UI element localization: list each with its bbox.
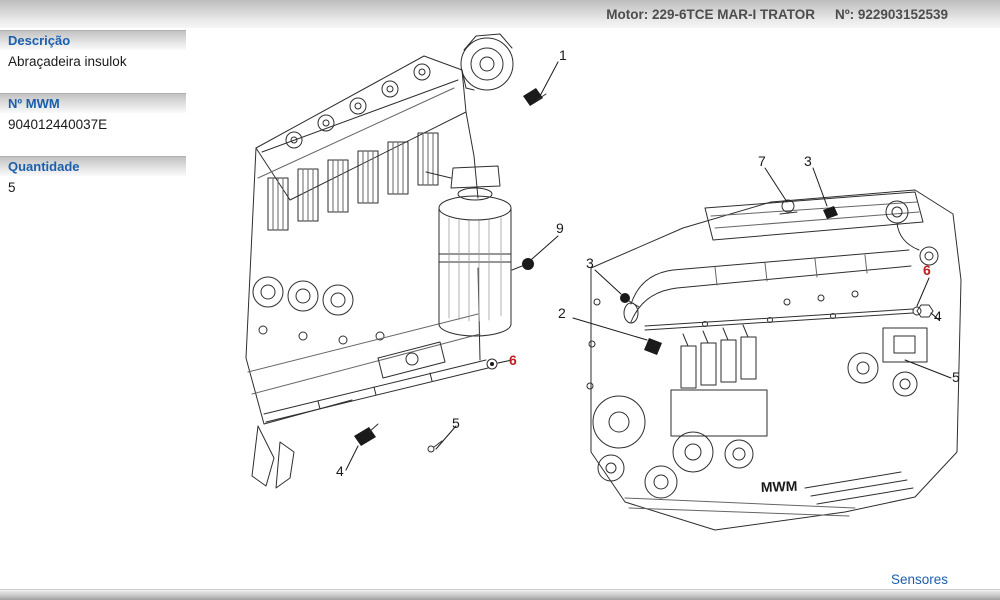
engine-diagram-right: MWM	[572, 167, 962, 531]
header-bar: Motor: 229-6TCE MAR-I TRATOR Nº: 9229031…	[0, 0, 1000, 28]
sensor-4-glyph	[345, 423, 379, 471]
mwm-logo: MWM	[761, 478, 798, 495]
thermostat-housing	[460, 33, 514, 91]
field-value-descricao: Abraçadeira insulok	[0, 50, 186, 72]
callout-3-left[interactable]: 3	[586, 255, 594, 271]
bottom-bar	[0, 589, 1000, 600]
injection-pump	[670, 324, 768, 473]
callout-2[interactable]: 2	[558, 305, 566, 321]
callout-5-left[interactable]: 5	[452, 415, 460, 431]
fuel-line	[644, 304, 934, 331]
field-label-quantidade: Quantidade	[0, 156, 186, 176]
callout-6-right[interactable]: 6	[923, 262, 931, 278]
callout-3-top[interactable]: 3	[804, 153, 812, 169]
callout-1[interactable]: 1	[559, 47, 567, 63]
field-value-quantidade: 5	[0, 176, 186, 198]
callout-4-left[interactable]: 4	[336, 463, 344, 479]
sensor-1-glyph	[523, 61, 559, 106]
field-value-numero-mwm: 904012440037E	[0, 113, 186, 135]
callout-4-right[interactable]: 4	[934, 308, 942, 324]
serial-label: Nº: 922903152539	[834, 6, 948, 22]
callout-9[interactable]: 9	[556, 220, 564, 236]
sensor-9-glyph	[511, 235, 559, 271]
callout-6-left[interactable]: 6	[509, 352, 517, 368]
engine-diagram-left	[245, 33, 559, 489]
sensores-link[interactable]: Sensores	[890, 572, 948, 587]
callout-7[interactable]: 7	[758, 153, 766, 169]
callout-5-right[interactable]: 5	[952, 369, 960, 385]
field-descricao: Descrição Abraçadeira insulok	[0, 30, 186, 72]
part-info-panel: Descrição Abraçadeira insulok Nº MWM 904…	[0, 30, 186, 219]
field-quantidade: Quantidade 5	[0, 156, 186, 198]
fuel-pipe	[263, 358, 513, 423]
fuel-filter	[425, 165, 512, 337]
field-label-descricao: Descrição	[0, 30, 186, 50]
field-label-numero-mwm: Nº MWM	[0, 93, 186, 113]
field-numero-mwm: Nº MWM 904012440037E	[0, 93, 186, 135]
motor-label: Motor: 229-6TCE MAR-I TRATOR	[606, 6, 815, 22]
